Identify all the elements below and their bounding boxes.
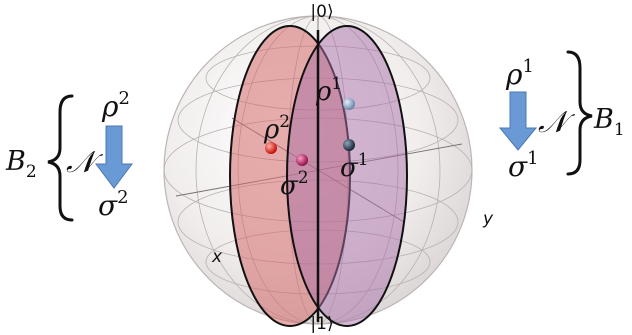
state-rho2-label: ρ2 — [263, 112, 290, 145]
right-channel-map: 𝒩 — [538, 105, 576, 140]
state-sigma2-point — [296, 154, 308, 166]
left-brace — [47, 94, 74, 222]
left-arrow-icon — [95, 125, 133, 189]
state-sigma2-label: σ2 — [280, 168, 309, 201]
left-channel-map: 𝒩 — [66, 145, 104, 180]
right-channel-bound: B1 — [593, 104, 625, 140]
left-channel-bound: B2 — [5, 146, 37, 182]
left-channel: B2 ρ2 𝒩 σ2 — [5, 88, 133, 222]
ket-one-label: |1⟩ — [310, 314, 333, 334]
ket-zero-label: |0⟩ — [310, 2, 333, 22]
right-arrow-icon — [498, 91, 538, 151]
left-channel-top: ρ2 — [101, 88, 130, 123]
axis-x-label: x — [211, 247, 223, 267]
state-rho2-point — [265, 142, 277, 154]
axis-y-label: y — [482, 209, 494, 229]
state-rho1-label: ρ1 — [315, 74, 342, 107]
left-channel-bottom: σ2 — [98, 187, 129, 222]
right-brace — [566, 50, 593, 176]
right-channel-top: ρ1 — [505, 56, 534, 91]
right-channel: ρ1 𝒩 σ1 B1 — [498, 50, 625, 183]
state-sigma1-point — [343, 139, 355, 151]
state-rho1-point — [343, 98, 355, 110]
state-sigma1-label: σ1 — [340, 150, 369, 183]
right-channel-bottom: σ1 — [508, 148, 539, 183]
